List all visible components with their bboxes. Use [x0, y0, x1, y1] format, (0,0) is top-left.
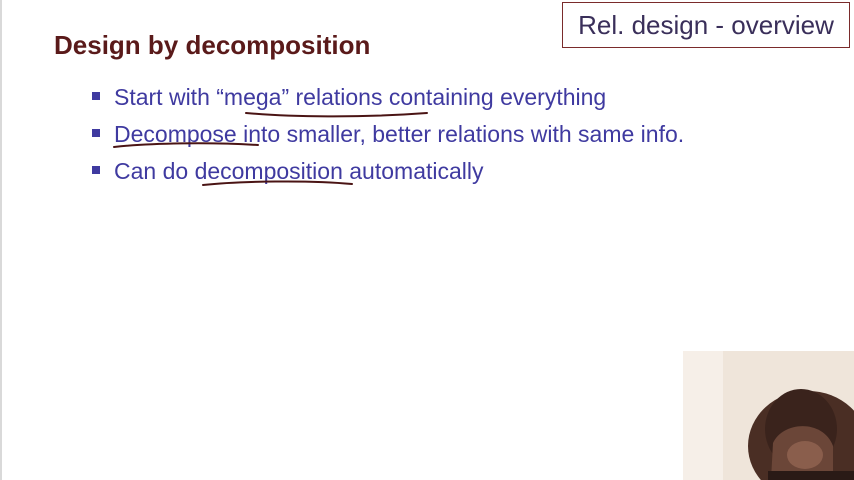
bullet-text-pre: Start with “ — [114, 84, 224, 110]
bullet-text-post: automatically — [342, 158, 484, 184]
bullet-text-post: containing everything — [382, 84, 607, 110]
bullet-list: Start with “mega” relations containing e… — [92, 80, 684, 191]
bullet-text-marked: decomposition — [194, 158, 343, 184]
square-bullet-icon — [92, 166, 100, 174]
slide-title: Design by decomposition — [54, 30, 371, 60]
bullet-item: Decompose into smaller, better relations… — [92, 117, 684, 154]
bullet-text-marked: mega” relations — [223, 84, 383, 110]
presenter-webcam — [683, 351, 854, 480]
bullet-item: Can do decomposition automatically — [92, 154, 684, 191]
bullet-item: Start with “mega” relations containing e… — [92, 80, 684, 117]
section-label-box: Rel. design - overview — [562, 2, 850, 48]
square-bullet-icon — [92, 92, 100, 100]
slide-left-edge — [0, 0, 2, 480]
bullet-text-pre: Can do — [114, 158, 195, 184]
presenter-video-image — [683, 351, 854, 480]
bullet-text-marked: Decompose — [114, 121, 237, 147]
square-bullet-icon — [92, 129, 100, 137]
section-label: Rel. design - overview — [578, 9, 834, 40]
bullet-text-post: into smaller, better relations with same… — [236, 121, 685, 147]
